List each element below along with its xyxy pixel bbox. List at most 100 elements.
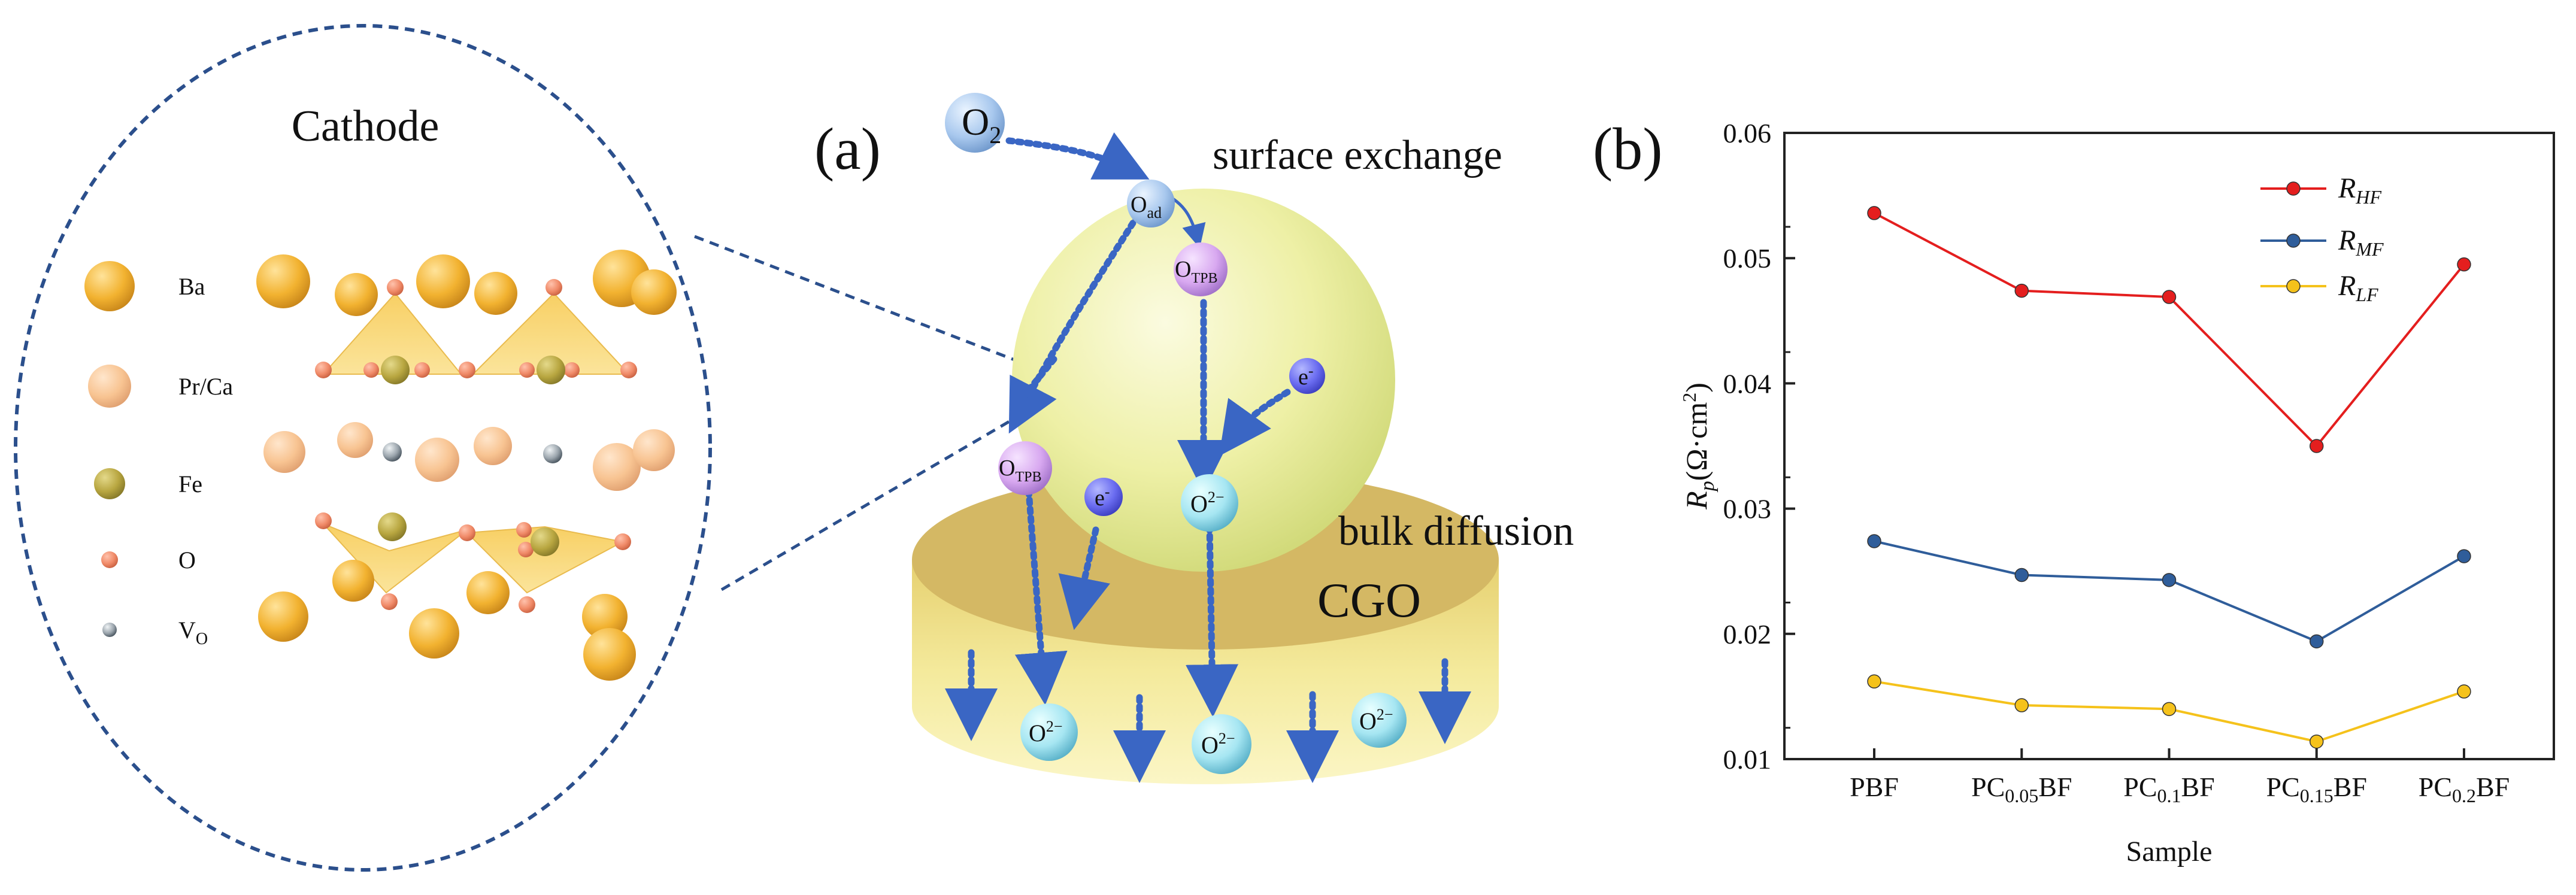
electron: e- (1289, 358, 1325, 394)
y-axis-label: Rp(Ω·cm2) (1678, 383, 1719, 510)
prca-atom (474, 427, 512, 465)
o-atom (614, 533, 631, 550)
data-point-hf (1867, 206, 1881, 220)
series-line-mf (1874, 540, 2465, 643)
svg-text:Oad: Oad (1131, 192, 1162, 222)
legend-label-1: Ba (178, 273, 205, 300)
svg-text:O2: O2 (962, 101, 1001, 148)
legend-label-5: VO (178, 617, 208, 648)
o-atom (414, 362, 430, 378)
y-tick-label: 0.06 (1723, 118, 1772, 148)
o-tpb-species: OTPB (1174, 242, 1228, 296)
o-atom (519, 362, 535, 378)
y-tick-label: 0.01 (1723, 744, 1772, 775)
o-atom (459, 524, 475, 541)
data-point-hf (2014, 283, 2029, 298)
o-atom (545, 279, 562, 296)
prca-atom (593, 443, 641, 491)
o-atom (518, 542, 534, 557)
legend-swatch-3 (94, 468, 125, 499)
ba-atom (258, 591, 308, 642)
svg-text:e-: e- (1298, 362, 1314, 390)
prca-atom (263, 431, 305, 473)
data-point-lf (2457, 684, 2471, 699)
data-point-lf (2310, 734, 2324, 749)
ba-atom (474, 272, 517, 315)
surface-exchange-label: surface exchange (1213, 132, 1502, 178)
legend-marker-mf (2286, 233, 2301, 248)
legend-label-2: Pr/Ca (178, 373, 233, 400)
arrow-e-to-o (1219, 389, 1291, 456)
svg-text:O2−: O2− (1029, 718, 1063, 747)
data-point-mf (2457, 549, 2471, 563)
data-point-mf (2310, 634, 2324, 649)
prca-atom (633, 429, 675, 471)
o-ad-species: Oad (1127, 180, 1175, 227)
vacancy-atom (383, 442, 402, 462)
y-tick-label: 0.04 (1723, 368, 1772, 399)
o-atom (620, 362, 637, 378)
data-point-lf (2162, 702, 2177, 717)
cgo-label: CGO (1317, 573, 1421, 627)
ba-atom (466, 571, 510, 614)
arrow-o-center-down (1186, 523, 1239, 717)
o-atom (519, 596, 535, 613)
o-atom (387, 279, 404, 296)
x-tick-label: PC0.1BF (2123, 772, 2215, 806)
oxide-ion: O2− (1181, 474, 1238, 532)
arrow-left-edge (1011, 356, 1057, 417)
ba-atom (332, 560, 374, 602)
oxide-ion: O2− (1351, 693, 1407, 748)
svg-text:O2−: O2− (1359, 706, 1393, 735)
o2-main: O (962, 101, 989, 143)
data-point-mf (2162, 573, 2177, 587)
legend-label-3: Fe (178, 471, 202, 497)
data-point-hf (2310, 439, 2324, 453)
y-tick-label: 0.03 (1723, 494, 1772, 524)
legend-label-hf: RHF (2338, 172, 2381, 208)
x-tick-label: PC0.05BF (1971, 772, 2072, 806)
x-tick-label: PC0.15BF (2266, 772, 2367, 806)
ba-atom (582, 594, 628, 639)
prca-atom (337, 422, 373, 458)
electron: e- (1084, 478, 1123, 516)
x-axis-label: Sample (2126, 836, 2213, 867)
o-atom (459, 362, 475, 378)
o-atom (363, 362, 379, 378)
legend-swatch-1 (84, 261, 135, 311)
panel-a-label: (a) (814, 116, 881, 182)
y-tick-label: 0.02 (1723, 619, 1772, 650)
y-tick-label: 0.05 (1723, 243, 1772, 274)
x-tick-label: PC0.2BF (2419, 772, 2510, 806)
ba-atom (416, 254, 470, 308)
panel-a: (a) surface exchange bulk diffusion CGO … (814, 93, 1574, 784)
arrow-e-left (1058, 526, 1110, 630)
data-point-hf (2457, 257, 2471, 272)
legend-marker-lf (2286, 279, 2301, 293)
ba-atom (631, 269, 677, 315)
data-point-lf (1867, 674, 1881, 689)
legend-swatch-2 (88, 365, 131, 408)
diffusion-arrows (945, 132, 1471, 783)
o-atom (516, 522, 532, 538)
legend-swatch-5 (102, 623, 117, 637)
data-point-mf (1867, 534, 1881, 548)
svg-text:e-: e- (1095, 483, 1110, 511)
oxide-ion: O2− (1020, 703, 1078, 761)
zoom-line (694, 235, 1075, 385)
prca-atom (415, 438, 459, 482)
legend-label-4: O (178, 547, 196, 574)
o-atom (315, 362, 332, 378)
svg-text:OTPB: OTPB (1175, 257, 1217, 286)
fe-atom (531, 527, 559, 556)
o2-sub: 2 (989, 122, 1001, 148)
ba-atom (335, 273, 378, 316)
ba-atom (256, 254, 310, 308)
oxide-ion: O2− (1192, 714, 1251, 774)
cathode-title: Cathode (292, 102, 440, 151)
